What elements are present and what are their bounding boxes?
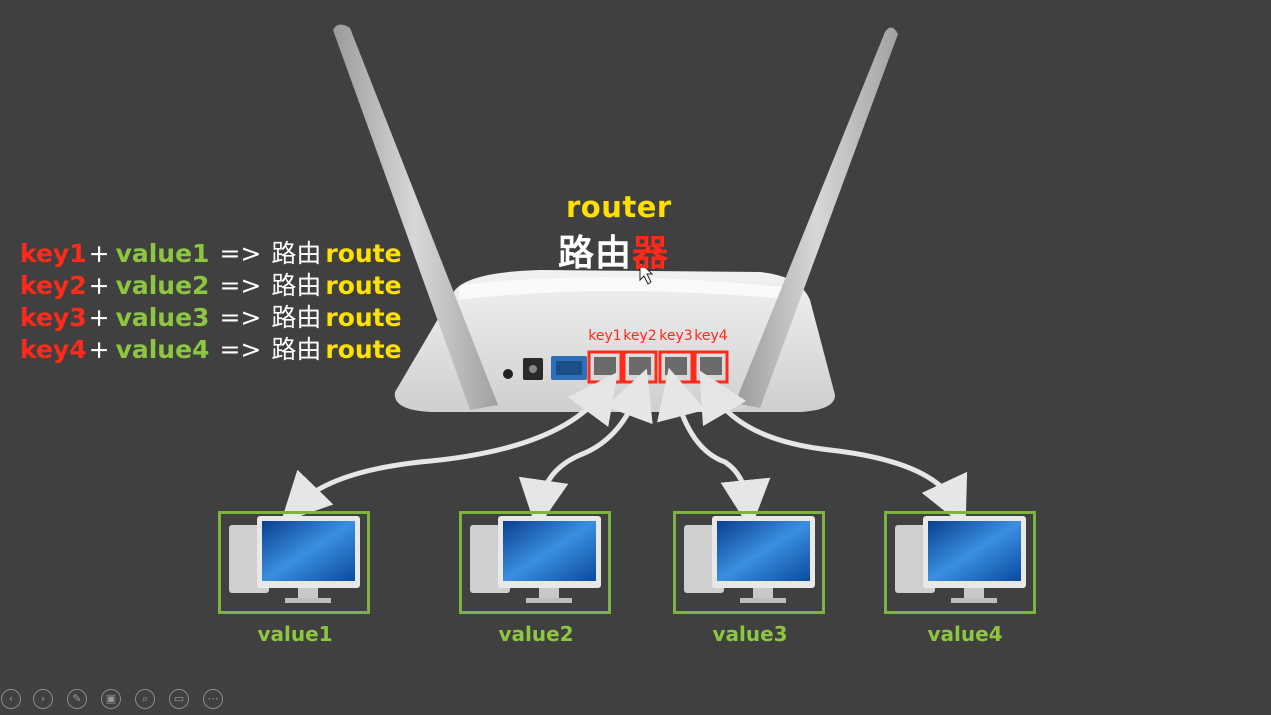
port-label: key4 [694, 328, 728, 344]
next-icon[interactable]: › [33, 689, 53, 709]
zoom-icon[interactable]: ⌕ [135, 689, 155, 709]
mouse-cursor-icon [639, 260, 654, 285]
port-label: key2 [623, 328, 657, 344]
mapping-chinese: 路由 [271, 303, 322, 332]
previous-icon[interactable]: ‹ [1, 689, 21, 709]
more-icon[interactable]: ⋯ [203, 689, 223, 709]
slides-icon[interactable]: ▣ [101, 689, 121, 709]
mapping-route: route [325, 335, 402, 364]
port-label: key1 [588, 328, 622, 344]
mapping-arrow: => [219, 271, 262, 300]
computer-box [673, 511, 825, 614]
mapping-plus: + [88, 303, 110, 332]
mapping-arrow: => [219, 303, 262, 332]
mapping-plus: + [88, 239, 110, 268]
pc-graphic-2 [470, 516, 601, 603]
mapping-plus: + [88, 271, 110, 300]
computer-label: value1 [257, 622, 333, 646]
router-title-chinese-accent: 器 [632, 233, 670, 274]
mapping-value: value4 [115, 335, 210, 364]
mapping-chinese: 路由 [271, 271, 322, 300]
router-title-chinese-main: 路由 [558, 233, 633, 274]
mapping-route: route [325, 271, 402, 300]
mapping-value: value3 [115, 303, 210, 332]
mapping-chinese: 路由 [271, 335, 322, 364]
mapping-key: key1 [20, 239, 87, 268]
mapping-value: value1 [115, 239, 210, 268]
computer-box [218, 511, 370, 614]
pc-graphic-1 [229, 516, 360, 603]
computer-box [884, 511, 1036, 614]
mapping-key: key4 [20, 335, 87, 364]
mapping-chinese: 路由 [271, 239, 322, 268]
mapping-route: route [325, 239, 402, 268]
mapping-plus: + [88, 335, 110, 364]
pen-icon[interactable]: ✎ [67, 689, 87, 709]
mapping-arrow: => [219, 335, 262, 364]
left-antenna [333, 24, 498, 410]
mapping-key: key2 [20, 271, 87, 300]
computer-label: value3 [712, 622, 788, 646]
computer-box [459, 511, 611, 614]
pc-graphic-3 [684, 516, 815, 603]
router-title-chinese: 路由器 [558, 224, 669, 276]
presentation-toolbar: ‹ › ✎ ▣ ⌕ ▭ ⋯ [0, 686, 240, 714]
mapping-arrow: => [219, 239, 262, 268]
subtitles-icon[interactable]: ▭ [169, 689, 189, 709]
mapping-value: value2 [115, 271, 210, 300]
connection-arrows [280, 367, 968, 530]
mapping-key: key3 [20, 303, 87, 332]
port-label: key3 [659, 328, 693, 344]
pc-graphic-4 [895, 516, 1026, 603]
router-title: router [566, 190, 672, 224]
right-antenna [735, 27, 898, 408]
computer-label: value4 [927, 622, 1003, 646]
computer-label: value2 [498, 622, 574, 646]
mapping-route: route [325, 303, 402, 332]
